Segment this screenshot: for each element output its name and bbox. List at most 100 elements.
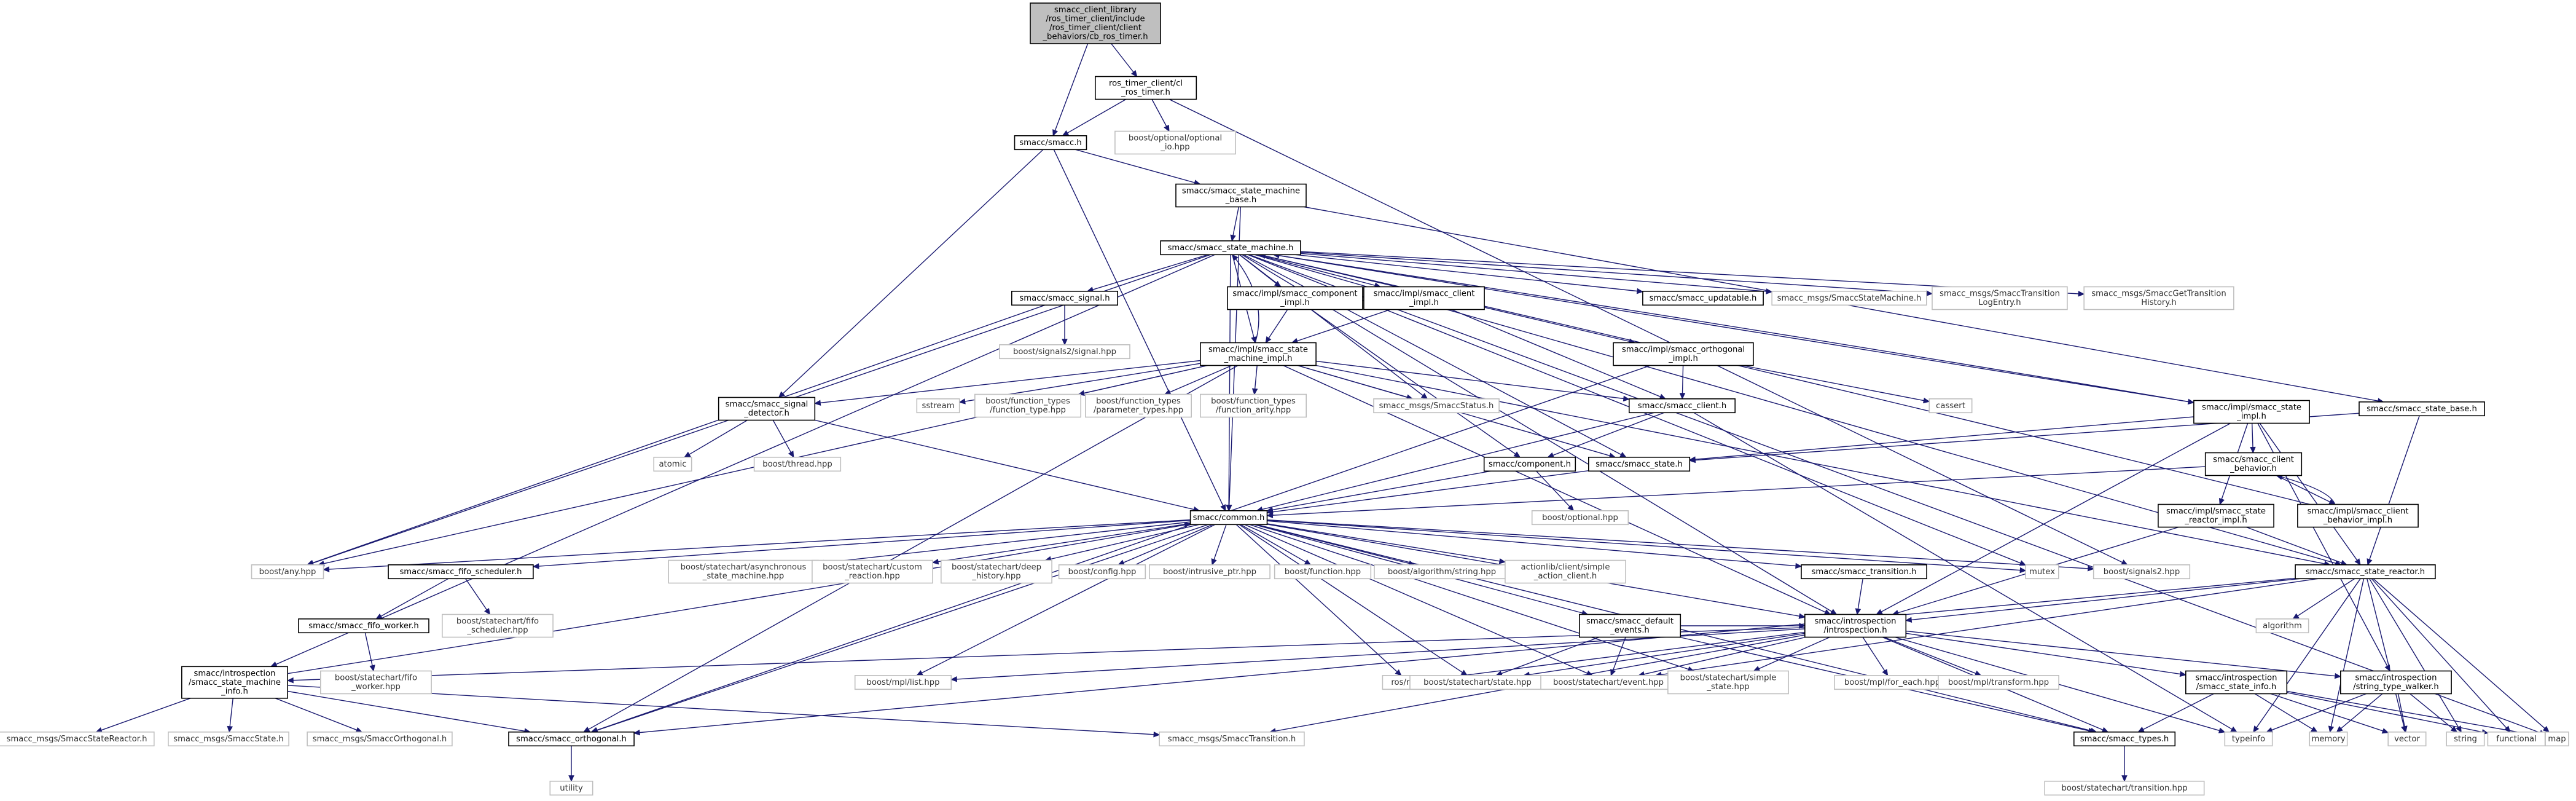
graph-node-transition_h[interactable]: smacc/smacc_transition.h (1801, 564, 1927, 580)
edge-common-to-signals2 (1267, 519, 2094, 570)
graph-node-client_h[interactable]: smacc/smacc_client.h (1629, 398, 1736, 414)
edge-common-to-transition_h (1267, 520, 1802, 567)
arrowhead-common-to-mpl_list (916, 670, 923, 676)
arrowhead-sm-to-sm_info (270, 661, 278, 667)
edge-walker-to-typeinfo (2266, 693, 2367, 733)
edge-sm-to-state_impl (1273, 254, 2194, 403)
arrowhead-root-to-timer_h (1130, 70, 1138, 77)
graph-node-state_impl[interactable]: smacc/impl/smacc_state_impl.h (2193, 400, 2310, 424)
arrowhead-fifo_sched-to-fifo_sched_hpp (484, 607, 491, 615)
arrowhead-common-to-custom_react (931, 558, 939, 565)
node-label-line: _action_client.h (1533, 572, 1597, 581)
graph-node-sm_impl[interactable]: smacc/impl/smacc_state_machine_impl.h (1200, 342, 1317, 366)
node-label-line: vector (2394, 735, 2420, 744)
arrowhead-state_info-to-vector (2381, 728, 2389, 734)
edge-client_h-to-component (1548, 412, 1664, 458)
graph-node-introspection[interactable]: smacc/introspection/introspection.h (1804, 614, 1907, 638)
node-label-line: smacc_msgs/SmaccTransition (1940, 290, 2060, 299)
arrowhead-root-to-smacc_h (1052, 129, 1058, 136)
graph-node-state_info[interactable]: smacc/introspection/smacc_state_info.h (2185, 670, 2288, 695)
arrowhead-sm_base-to-sm (1230, 234, 1236, 242)
graph-node-timer_h[interactable]: ros_timer_client/cl_ros_timer.h (1095, 76, 1197, 100)
node-label-line: smacc_msgs/SmaccStateMachine.h (1777, 294, 1922, 303)
node-box (941, 559, 1052, 584)
node-label-line: boost/statechart/custom (823, 563, 922, 572)
graph-node-fifo_sched[interactable]: smacc/smacc_fifo_scheduler.h (388, 564, 534, 580)
graph-node-reactor[interactable]: smacc/smacc_state_reactor.h (2295, 564, 2436, 580)
graph-node-signals2_signal: boost/signals2/signal.hpp (999, 344, 1130, 360)
graph-node-orth_impl[interactable]: smacc/impl/smacc_orthogonal_impl.h (1613, 342, 1754, 366)
edge-common-to-sc_state (1239, 524, 1468, 676)
graph-node-client_impl[interactable]: smacc/impl/smacc_client_impl.h (1363, 286, 1485, 310)
edge-smacc_h-to-sm_base (1075, 149, 1200, 185)
graph-node-comp_impl[interactable]: smacc/impl/smacc_component_impl.h (1227, 286, 1363, 310)
graph-node-sm_info[interactable]: smacc/introspection/smacc_state_machine_… (181, 666, 288, 699)
node-label-line: sstream (922, 401, 954, 411)
node-label-line: _impl.h (1668, 354, 1698, 363)
graph-node-common[interactable]: smacc/common.h (1189, 510, 1268, 526)
arrowhead-comp_impl-to-sm_impl (1265, 336, 1272, 344)
arrowhead-component-to-optional (1567, 504, 1575, 511)
node-label-line: _behavior.h (2230, 464, 2277, 473)
graph-node-state_base[interactable]: smacc/smacc_state_base.h (2359, 401, 2485, 417)
graph-node-sig_det[interactable]: smacc/smacc_signal_detector.h (718, 397, 816, 421)
graph-node-root[interactable]: smacc_client_library/ros_timer_client/in… (1030, 2, 1161, 44)
edge-sm_info-to-orthogonal (288, 690, 531, 733)
node-label-line: functional (2496, 735, 2537, 744)
node-box (2073, 732, 2176, 747)
graph-node-orthogonal[interactable]: smacc/smacc_orthogonal.h (508, 732, 635, 747)
node-box (974, 393, 1082, 418)
graph-node-types[interactable]: smacc/smacc_types.h (2073, 732, 2176, 747)
graph-node-sc_transition: boost/statechart/transition.hpp (2044, 781, 2205, 796)
node-label-line: smacc/impl/smacc_state (2166, 507, 2266, 516)
arrowhead-sm_impl-to-ft_arity (1251, 388, 1258, 395)
node-label-line: smacc/impl/smacc_component (1232, 290, 1357, 299)
graph-node-state_h[interactable]: smacc/smacc_state.h (1588, 456, 1691, 472)
arrowhead-default_events-to-sc_event (1610, 669, 1616, 676)
node-label-line: boost/mpl/for_each.hpp (1844, 678, 1940, 687)
node-label-line: smacc/component.h (1489, 460, 1571, 469)
node-label-line: boost/any.hpp (259, 567, 316, 577)
graph-node-default_events[interactable]: smacc/smacc_default_events.h (1579, 614, 1681, 638)
node-label-line: smacc/common.h (1193, 513, 1265, 523)
graph-node-smacc_h[interactable]: smacc/smacc.h (1014, 135, 1087, 151)
arrowhead-fifo_worker-to-fifo_worker_hpp (369, 665, 375, 672)
arrowhead-common-to-ros (1395, 669, 1402, 676)
graph-node-sm[interactable]: smacc/smacc_state_machine.h (1160, 240, 1301, 256)
graph-node-signal[interactable]: smacc/smacc_signal.h (1011, 290, 1119, 306)
arrowhead-sm_info-to-msg_trans (1153, 732, 1161, 738)
edge-sm-to-msg_status (1239, 254, 1428, 400)
graph-node-cb_impl[interactable]: smacc/impl/smacc_client_behavior_impl.h (2297, 503, 2419, 528)
graph-node-walker[interactable]: smacc/introspection/string_type_walker.h (2340, 670, 2452, 695)
node-box (1642, 290, 1764, 306)
arrowhead-cb_h-to-common (1266, 512, 1274, 519)
graph-node-fifo_worker_hpp: boost/statechart/fifo_worker.hpp (319, 670, 432, 695)
graph-node-updatable[interactable]: smacc/smacc_updatable.h (1642, 290, 1764, 306)
edge-reactor-to-algorithm (2292, 578, 2355, 620)
node-label-line: smacc/impl/smacc_state (1208, 345, 1308, 355)
arrowhead-state_impl-to-cb_h (2250, 446, 2256, 454)
node-box (0, 732, 155, 747)
arrowhead-common-to-mutex (2019, 567, 2027, 574)
graph-node-fifo_worker[interactable]: smacc/smacc_fifo_worker.h (298, 618, 429, 634)
node-label-line: smacc/smacc_client (2213, 456, 2294, 465)
node-box (1011, 290, 1119, 306)
graph-node-msg_state: smacc_msgs/SmaccState.h (168, 732, 289, 747)
edge-common-to-orthogonal (592, 524, 1208, 733)
graph-node-sr_impl[interactable]: smacc/impl/smacc_state_reactor_impl.h (2158, 503, 2274, 528)
arrowhead-state_impl-to-sr_impl (2218, 497, 2225, 505)
arrowhead-walker-to-string (2450, 726, 2458, 733)
node-label-line: boost/function_types (1096, 397, 1181, 406)
node-box (2025, 564, 2059, 580)
graph-node-sm_base[interactable]: smacc/smacc_state_machine_base.h (1175, 183, 1307, 208)
node-label-line: /function_arity.hpp (1216, 406, 1291, 415)
arrowhead-common-to-signals2 (2087, 565, 2094, 572)
graph-node-cb_h[interactable]: smacc/smacc_client_behavior.h (2204, 452, 2303, 476)
node-label-line: smacc_msgs/SmaccStateReactor.h (6, 735, 147, 744)
graph-node-component[interactable]: smacc/component.h (1483, 456, 1576, 472)
graph-node-opt_io: boost/optional/optional_io.hpp (1114, 130, 1236, 155)
graph-node-vector: vector (2387, 732, 2427, 747)
node-label-line: smacc/smacc_fifo_scheduler.h (399, 567, 522, 577)
arrowhead-sm_impl-to-sstream (958, 398, 966, 404)
node-box (1531, 510, 1629, 526)
